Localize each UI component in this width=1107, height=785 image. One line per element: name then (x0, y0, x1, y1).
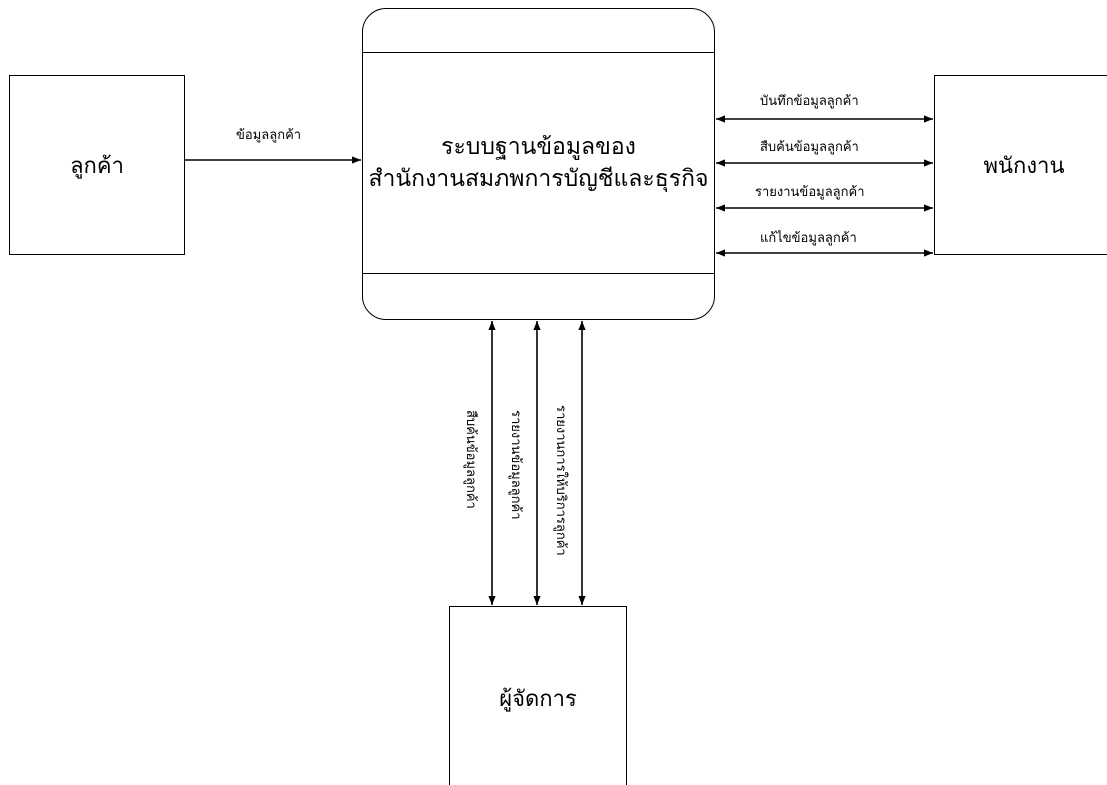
process-bottom-divider (363, 273, 714, 274)
flow-label-customer-data: ข้อมูลลูกค้า (236, 128, 302, 143)
process-title: ระบบฐานข้อมูลของ สำนักงานสมภพการบัญชีและ… (363, 131, 714, 195)
flow-label-manager-search: สืบค้นข้อมูลลูกค้า (463, 410, 478, 509)
flow-label-staff-search: สืบค้นข้อมูลลูกค้า (760, 140, 859, 155)
entity-manager: ผู้จัดการ (449, 606, 627, 785)
flow-label-manager-report: รายงานข้อมูลลูกค้า (508, 410, 523, 520)
flow-label-manager-service-report: รายงานการให้บริการลูกค้า (553, 405, 568, 556)
flow-label-staff-report: รายงานข้อมูลลูกค้า (755, 185, 865, 200)
entity-staff-label: พนักงาน (983, 153, 1065, 179)
entity-staff: พนักงาน (934, 75, 1107, 255)
process-top-divider (363, 52, 714, 53)
flow-label-staff-record: บันทึกข้อมูลลูกค้า (760, 94, 859, 109)
entity-manager-label: ผู้จัดการ (499, 687, 577, 712)
entity-customer-label: ลูกค้า (70, 153, 124, 179)
flow-label-staff-edit: แก้ไขข้อมูลลูกค้า (760, 231, 857, 246)
entity-customer: ลูกค้า (9, 75, 185, 255)
process-title-line1: ระบบฐานข้อมูลของ (441, 134, 636, 160)
process-title-line2: สำนักงานสมภพการบัญชีและธุรกิจ (368, 166, 709, 192)
process-system: ระบบฐานข้อมูลของ สำนักงานสมภพการบัญชีและ… (362, 8, 715, 320)
